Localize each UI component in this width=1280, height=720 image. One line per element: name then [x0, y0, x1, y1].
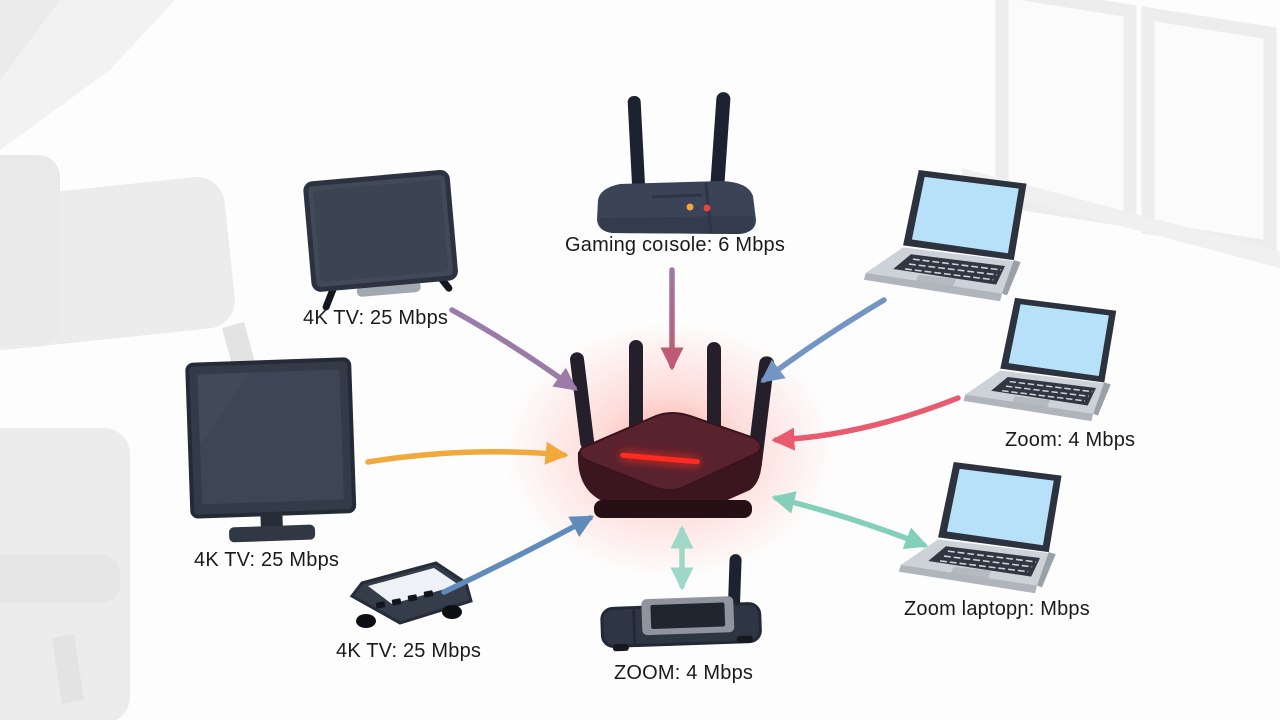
label-media-device-bottom: ZOOM: 4 Mbps	[614, 662, 754, 684]
tv-mid-left	[185, 357, 357, 543]
router-body-top	[579, 412, 762, 491]
gaming-console	[597, 92, 756, 234]
window-frames	[962, 0, 1280, 268]
router-led-strip	[620, 452, 700, 466]
tv-bottom-left-device	[349, 561, 473, 628]
label-tv-top-left: 4K TV: 25 Mbps	[303, 307, 449, 329]
armchair-silhouette	[0, 155, 256, 372]
tv-top-left	[303, 170, 458, 311]
router-base	[594, 500, 752, 518]
arrow-tv-bottom-left	[441, 515, 595, 595]
media-device-bottom	[600, 554, 762, 652]
sofa-silhouette	[0, 428, 130, 720]
laptop-bottom-right	[898, 461, 1063, 595]
laptop-top-right	[863, 169, 1028, 303]
arrow-laptop-top-right	[760, 297, 887, 383]
label-gaming-console: Gaming coısole: 6 Mbps	[565, 234, 786, 256]
label-laptop-bottom-right: Zoom laptopɲ: Mbps	[904, 598, 1090, 620]
label-tv-mid-left: 4K TV: 25 Mbps	[194, 549, 340, 571]
arrow-tv-mid-left	[365, 441, 569, 465]
wifi-router	[505, 322, 835, 578]
arrow-laptop-bottom-right-double	[771, 491, 929, 550]
console-led-red	[703, 204, 711, 212]
arrow-tv-top-left	[449, 307, 578, 391]
label-laptop-mid-right: Zoom: 4 Mbps	[1005, 429, 1136, 451]
console-led-orange	[686, 203, 694, 211]
arrow-laptop-mid-right	[771, 395, 961, 451]
laptop-mid-right	[962, 297, 1117, 422]
label-tv-bottom-left: 4K TV: 25 Mbps	[336, 640, 482, 662]
bandwidth-arrows	[365, 267, 961, 595]
